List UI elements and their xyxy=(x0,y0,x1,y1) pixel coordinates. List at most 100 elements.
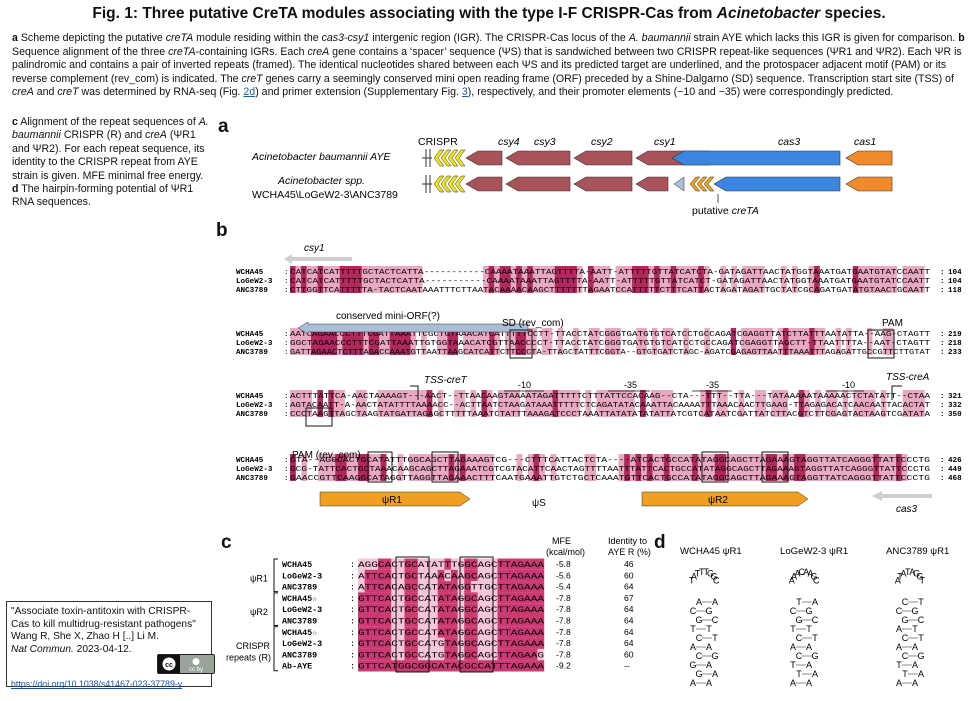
repeat-match-cell xyxy=(530,626,538,638)
alignment-conservation-cell xyxy=(888,328,894,355)
repeat-mismatch-cell xyxy=(490,558,498,570)
label-psiS: ψS xyxy=(532,498,546,509)
alignment-conservation-cell xyxy=(651,390,657,417)
panel-b-label: b xyxy=(216,220,228,241)
repeat-match-cell xyxy=(364,648,372,661)
repeat-mismatch-cell xyxy=(424,592,432,604)
repeat-mismatch-cell xyxy=(417,581,425,593)
caption-segment: -containing IGRs. Each xyxy=(195,45,308,58)
repeat-match-cell xyxy=(384,660,392,672)
alignment-conservation-cell xyxy=(339,390,345,417)
label-mini-orf: conserved mini-ORF(?) xyxy=(336,311,440,322)
alignment-conservation-cell xyxy=(747,266,754,293)
repeat-match-cell xyxy=(517,637,525,649)
repeat-mismatch-cell xyxy=(397,603,405,615)
alignment-conservation-cell xyxy=(783,328,789,355)
alignment-position: : xyxy=(940,475,945,483)
alignment-conservation-cell xyxy=(869,266,876,293)
repeat-match-cell xyxy=(504,660,511,672)
hairpin-loop-base: G xyxy=(916,572,923,582)
alignment-conservation-cell xyxy=(651,328,658,355)
alignment-sequence: AATCAGAACCCTTTCGATTAAATTCGCTGTAAACATCATT… xyxy=(290,331,931,339)
repeat-match-cell xyxy=(371,648,379,661)
repeat-match-cell xyxy=(377,615,385,627)
repeat-match-cell xyxy=(530,637,538,649)
mini-orf-arrow xyxy=(297,321,529,335)
alignment-conservation-cell xyxy=(852,266,859,293)
hairpin-base: A xyxy=(690,642,696,652)
alignment-conservation-cell xyxy=(482,454,489,481)
alignment-conservation-cell xyxy=(596,390,602,417)
identity-header: Identity to xyxy=(608,536,647,546)
repeat-mfe: -5.6 xyxy=(556,570,571,580)
alignment-conservation-cell xyxy=(751,328,758,355)
identity-header-unit: AYE R (%) xyxy=(608,547,651,557)
repeat-match-cell xyxy=(517,660,525,672)
alignment-conservation-cell xyxy=(709,454,715,481)
alignment-conservation-cell xyxy=(663,454,670,481)
alignment-conservation-cell xyxy=(704,328,710,355)
figure-link[interactable]: 3 xyxy=(461,86,468,99)
alignment-conservation-cell xyxy=(405,328,411,355)
repeat-mismatch-cell xyxy=(417,558,425,570)
alignment-conservation-cell xyxy=(425,454,432,481)
alignment-conservation-cell xyxy=(656,390,663,417)
alignment-conservation-cell xyxy=(426,390,433,417)
repeat-match-cell xyxy=(464,637,472,649)
csy1-arrow xyxy=(284,254,352,264)
doi-link[interactable]: https://doi.org/10.1038/s41467-023-37789… xyxy=(11,679,183,690)
alignment-conservation-cell xyxy=(654,266,660,293)
alignment-conservation-cell xyxy=(714,454,721,481)
repeat-match-cell xyxy=(490,660,498,672)
repeat-sequence: GTTCACTGCCATGTAGGCAGCTTAGAAA xyxy=(358,639,545,649)
repeat-match-cell xyxy=(364,660,372,672)
alignment-position: : xyxy=(940,287,945,295)
repeat-mismatch-cell xyxy=(490,615,498,627)
alignment-conservation-cell xyxy=(568,390,575,417)
alignment-conservation-cell xyxy=(510,266,517,293)
repeat-match-cell xyxy=(470,592,478,604)
alignment-conservation-cell xyxy=(624,454,631,481)
figure-link[interactable]: 2d xyxy=(243,86,256,99)
repeat-match-cell xyxy=(451,569,458,582)
alignment-conservation-cell xyxy=(459,454,466,481)
alignment-conservation-cell xyxy=(792,266,798,293)
hairpin-base: A xyxy=(812,669,818,679)
alignment-conservation-cell xyxy=(722,390,728,417)
caption-segment: Sequence alignment of the three xyxy=(12,45,169,58)
alignment-conservation-cell xyxy=(687,266,693,293)
gene-label-crispr: CRISPR xyxy=(418,136,458,148)
repeat-match-cell xyxy=(504,615,511,627)
repeat-mismatch-cell xyxy=(484,592,492,604)
repeat-match-cell xyxy=(364,581,372,593)
alignment-position: : xyxy=(940,349,945,357)
alignment-conservation-cell xyxy=(805,454,812,481)
repeat-match-cell xyxy=(497,558,505,570)
hairpin-base: T xyxy=(796,597,802,607)
alignment-conservation-cell xyxy=(421,390,427,417)
alignment-conservation-cell xyxy=(726,454,732,481)
alignment-position-number: 219 xyxy=(948,331,962,339)
label-minus35: -35 xyxy=(706,380,719,390)
gene-label-csy1: csy1 xyxy=(654,136,676,148)
alignment-conservation-cell xyxy=(550,454,557,481)
repeat-name: LoGeW2-3 xyxy=(282,639,322,649)
repeat-mismatch-cell xyxy=(417,637,425,649)
alignment-conservation-cell xyxy=(632,266,638,293)
figure-caption: a Scheme depicting the putative creTA mo… xyxy=(12,32,970,100)
alignment-conservation-cell xyxy=(368,328,375,355)
caption-segment: intergenic region (IGR). The CRISPR-Cas … xyxy=(369,32,629,44)
repeat-match-cell xyxy=(371,660,379,672)
hairpin-base: C xyxy=(918,615,925,625)
repeat-match-cell xyxy=(497,592,505,604)
alignment-conservation-cell xyxy=(635,454,642,481)
hairpin-loop-base: G xyxy=(810,572,817,582)
repeat-mismatch-cell xyxy=(477,592,485,604)
alignment-conservation-cell xyxy=(357,454,364,481)
alignment-conservation-cell xyxy=(538,266,544,293)
alignment-conservation-cell xyxy=(850,454,857,481)
repeat-match-cell xyxy=(504,626,511,638)
gene-label-csy4: csy4 xyxy=(498,136,520,148)
hairpin-base: T xyxy=(790,660,796,670)
alignment-conservation-cell xyxy=(497,390,504,417)
